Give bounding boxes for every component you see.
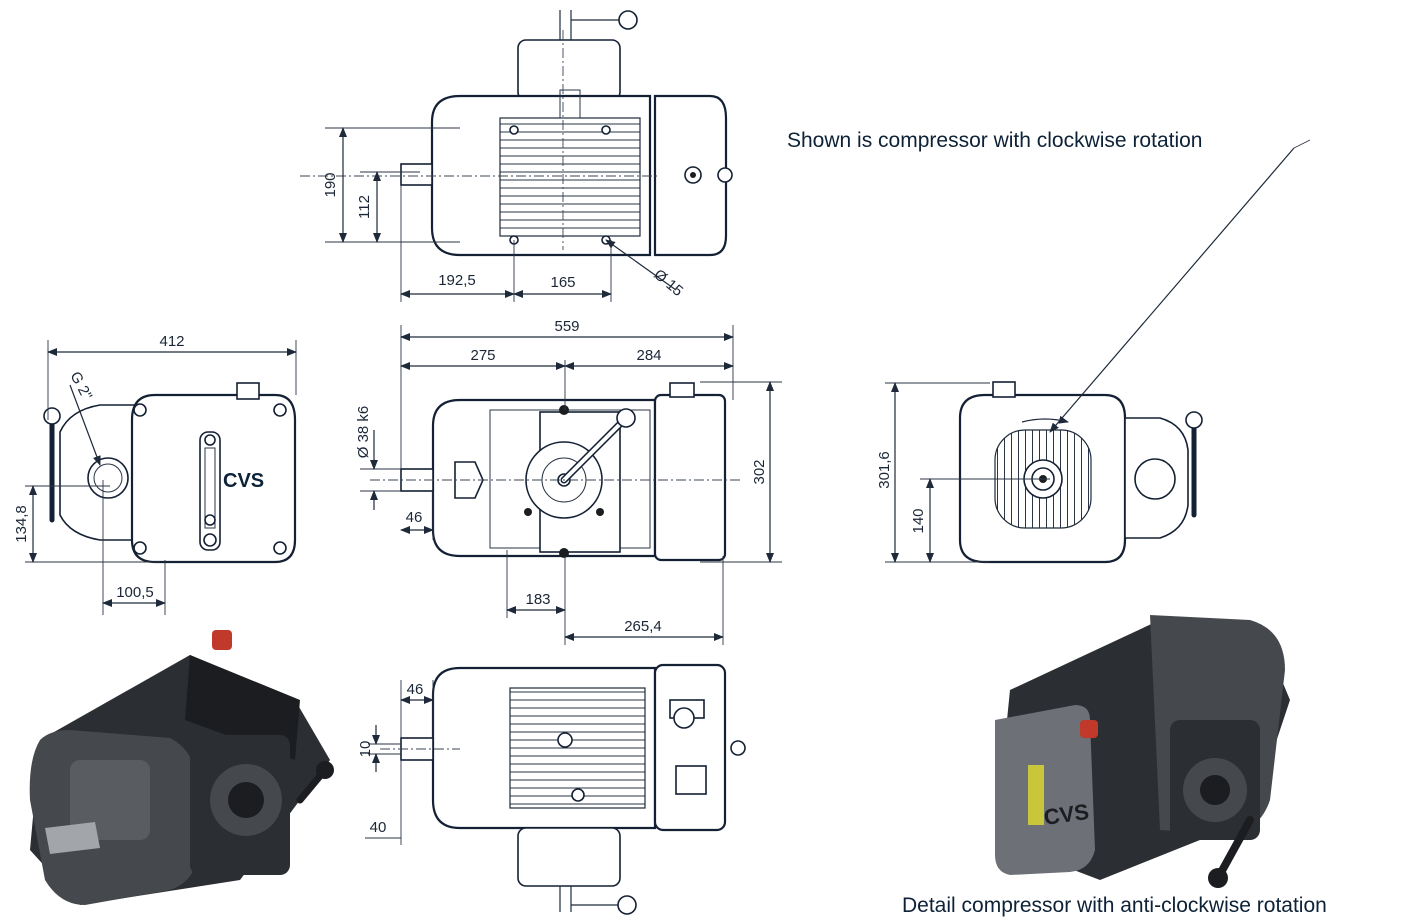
dim-front-265-4: 265,4 <box>624 618 662 635</box>
dim-top-diameter-15: Ø 15 <box>650 266 686 300</box>
dim-top-190: 190 <box>322 172 339 197</box>
dim-front-275: 275 <box>470 347 495 364</box>
dim-front-46: 46 <box>406 509 423 526</box>
dim-top-112: 112 <box>356 195 373 219</box>
render-sight-glass <box>1028 765 1044 825</box>
side-view-right: 301,6 140 <box>876 381 1203 564</box>
top-shaft <box>400 163 433 186</box>
top-view: 190 112 192,5 165 Ø 15 <box>300 10 733 302</box>
dim-front-183: 183 <box>525 591 550 608</box>
dim-side-100-5: 100,5 <box>116 584 154 601</box>
front-view: 559 275 284 Ø 38 k6 46 302 183 265,4 <box>355 318 782 645</box>
dim-bottom-10: 10 <box>357 741 374 758</box>
side-cvs-logo: CVS <box>223 470 264 492</box>
dim-bottom-40: 40 <box>370 819 387 836</box>
rotation-note: Shown is compressor with clockwise rotat… <box>787 129 1203 152</box>
dim-front-284: 284 <box>636 347 661 364</box>
crank-knob <box>618 10 638 30</box>
bottom-fan-cover <box>653 663 727 832</box>
render-clockwise <box>29 630 334 905</box>
dim-right-301-6: 301,6 <box>876 451 893 489</box>
dim-right-140: 140 <box>910 508 927 533</box>
detail-caption: Detail compressor with anti-clockwise ro… <box>902 894 1327 917</box>
dim-side-134-8: 134,8 <box>13 505 30 543</box>
side-view-left: CVS 412 G 2" 134,8 100,5 <box>13 333 297 615</box>
render-right-front <box>995 705 1095 875</box>
bottom-view: 46 10 40 <box>357 663 746 915</box>
dim-front-302: 302 <box>751 459 768 484</box>
render-anticlockwise: CVS <box>995 615 1290 888</box>
render-cvs-logo: CVS <box>1042 799 1090 830</box>
top-crank-housing <box>517 39 621 101</box>
dim-front-559: 559 <box>554 318 579 335</box>
dim-side-412: 412 <box>159 333 184 350</box>
render-red-cap <box>212 630 232 650</box>
front-fan-cover <box>653 393 727 562</box>
dim-bottom-46: 46 <box>407 681 424 698</box>
dim-top-165: 165 <box>550 274 575 291</box>
dim-front-shaft-diameter: Ø 38 k6 <box>355 406 372 459</box>
dim-top-192-5: 192,5 <box>438 272 476 289</box>
bottom-crank-housing <box>517 827 621 887</box>
